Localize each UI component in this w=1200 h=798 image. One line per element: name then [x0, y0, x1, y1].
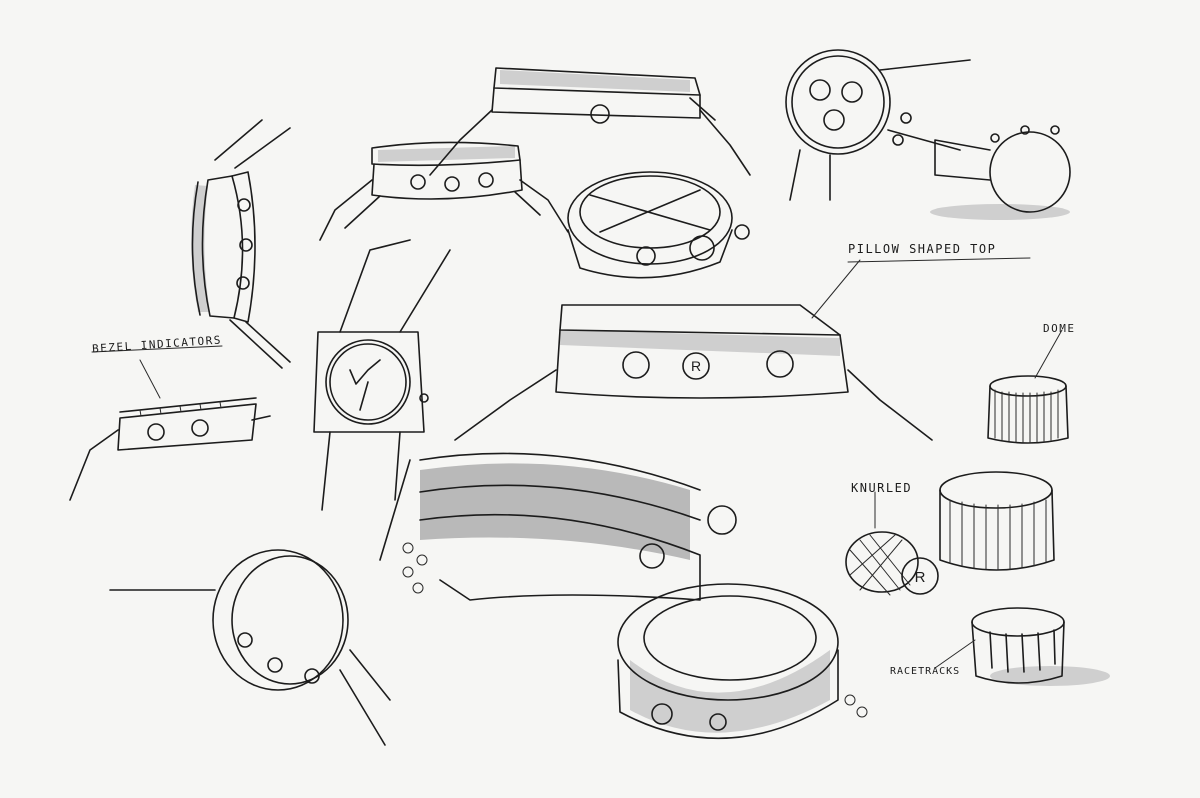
label-racetracks: RACETRACKS: [890, 666, 961, 677]
label-pillow-shaped-top: PILLOW SHAPED TOP: [848, 242, 997, 256]
watch-side-view-tall: [191, 119, 291, 369]
watch-shaded-perspective: [379, 452, 737, 601]
watch-chronograph-round: [785, 49, 971, 201]
watch-square-case: [313, 239, 451, 511]
crown-r-glyph: R: [691, 358, 701, 374]
underline-pillow: [847, 257, 1031, 263]
label-knurled: KNURLED: [851, 481, 913, 495]
watch-side-view-bottom: [109, 549, 391, 746]
leader-pillow: [811, 259, 861, 319]
label-dome: DOME: [1043, 322, 1076, 335]
watch-crossed-dial: [567, 171, 750, 279]
watch-side-view-large: R: [454, 304, 933, 441]
watch-bezel-side: [69, 359, 271, 501]
crown-knurled-detail: R: [845, 471, 1055, 596]
watch-side-view-flat: [429, 67, 751, 176]
underline-bezel: [91, 345, 223, 353]
watch-small-side: [930, 125, 1071, 220]
watch-round-bezel-bottom: [617, 583, 868, 740]
crown-racetracks-detail: [934, 607, 1110, 686]
crown-r-glyph-small: R: [915, 569, 926, 586]
crown-dome-detail: [987, 329, 1069, 444]
watch-side-view-top: [319, 141, 569, 241]
